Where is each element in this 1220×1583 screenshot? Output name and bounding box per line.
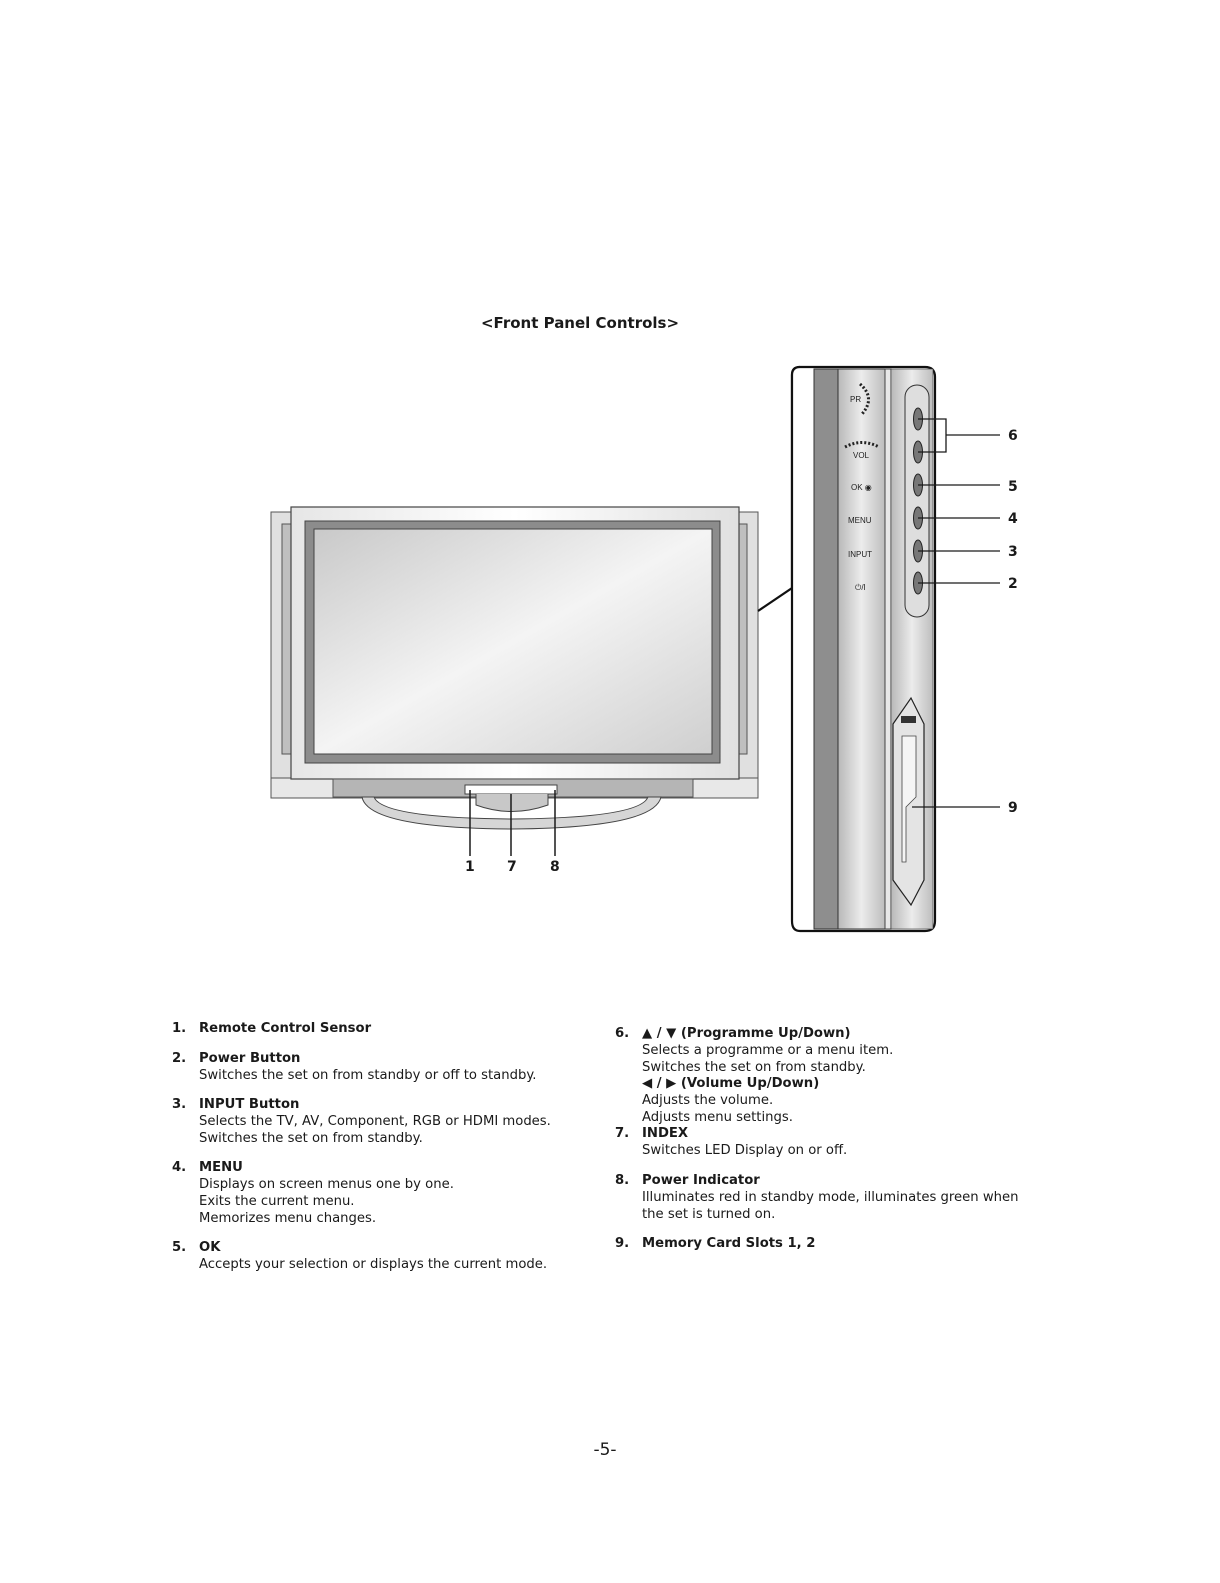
callout-9: 9 (1008, 800, 1018, 816)
bottom-callout-lines (469, 790, 556, 856)
item-description: Switches the set on from standby. (642, 1060, 866, 1075)
item-description: Switches the set on from standby or off … (199, 1068, 537, 1083)
vol-arrow-icon (844, 441, 880, 449)
callout-5: 5 (1008, 479, 1018, 495)
item-title: OK (199, 1240, 221, 1255)
item-title: MENU (199, 1160, 243, 1175)
menu-label: MENU (848, 516, 872, 525)
item-description: Selects a programme or a menu item. (642, 1043, 894, 1058)
item-number: 3. (172, 1097, 187, 1112)
callout-1: 1 (465, 859, 475, 875)
item-number: 6. (615, 1026, 630, 1041)
item-description: Exits the current menu. (199, 1194, 355, 1209)
button-bay (904, 384, 930, 618)
item-description: Switches the set on from standby. (199, 1131, 423, 1146)
page-number: -5- (593, 1440, 617, 1460)
item-title: INDEX (642, 1126, 689, 1141)
item-number: 8. (615, 1173, 630, 1188)
callout-2: 2 (1008, 576, 1018, 592)
power-label: ⏻/I (855, 583, 866, 592)
vol-label: VOL (853, 451, 870, 460)
item-description: Memorizes menu changes. (199, 1211, 377, 1226)
item-title: Power Indicator (642, 1173, 760, 1188)
item-number: 2. (172, 1051, 187, 1066)
item-number: 9. (615, 1236, 630, 1251)
item-description: Accepts your selection or displays the c… (199, 1257, 548, 1272)
item-title: Memory Card Slots 1, 2 (642, 1236, 816, 1251)
item-description: Selects the TV, AV, Component, RGB or HD… (199, 1114, 551, 1129)
item-description: Adjusts menu settings. (642, 1110, 793, 1125)
pr-arrow-icon (858, 382, 870, 415)
pr-title: (Programme Up/Down) (680, 1026, 851, 1041)
pr-label: PR (850, 395, 861, 404)
callout-4: 4 (1008, 511, 1018, 527)
tv-front (270, 506, 759, 830)
item-number: 4. (172, 1160, 187, 1175)
item-description: Displays on screen menus one by one. (199, 1177, 454, 1192)
item-number: 1. (172, 1021, 187, 1036)
item-description: Switches LED Display on or off. (642, 1143, 848, 1158)
callout-7: 7 (507, 859, 517, 875)
front-panel-diagram: PR VOL OK ◉ MENU INPUT ⏻/I 6 5 4 3 2 9 1… (270, 365, 1018, 933)
callout-8: 8 (550, 859, 560, 875)
vol-title-line: ◀ / ▶ (Volume Up/Down) (642, 1075, 819, 1092)
side-control-panel: PR VOL OK ◉ MENU INPUT ⏻/I (790, 365, 937, 933)
item-title: Power Button (199, 1051, 301, 1066)
ok-label: OK ◉ (851, 483, 872, 492)
vol-title: (Volume Up/Down) (680, 1076, 820, 1091)
vol-left-right-arrows-icon: ◀ / ▶ (642, 1076, 677, 1091)
indicator-window (464, 784, 558, 795)
tv-stand (361, 796, 662, 830)
input-label: INPUT (848, 550, 872, 559)
pr-up-down-arrows-icon: ▲ / ▼ (642, 1026, 677, 1041)
item-title: INPUT Button (199, 1097, 300, 1112)
card-logo-icon (901, 716, 916, 723)
item-description: Illuminates red in standby mode, illumin… (642, 1190, 1019, 1205)
item-title: Remote Control Sensor (199, 1021, 372, 1036)
page-title: <Front Panel Controls> (480, 314, 680, 332)
tv-screen (313, 528, 713, 755)
item-description: Adjusts the volume. (642, 1093, 774, 1108)
item-title: ▲ / ▼ (Programme Up/Down) (642, 1025, 851, 1042)
callout-3: 3 (1008, 544, 1018, 560)
right-callout-lines (912, 418, 1000, 808)
item-number: 7. (615, 1126, 630, 1141)
callout-6: 6 (1008, 428, 1018, 444)
item-description: the set is turned on. (642, 1207, 776, 1222)
item-number: 5. (172, 1240, 187, 1255)
